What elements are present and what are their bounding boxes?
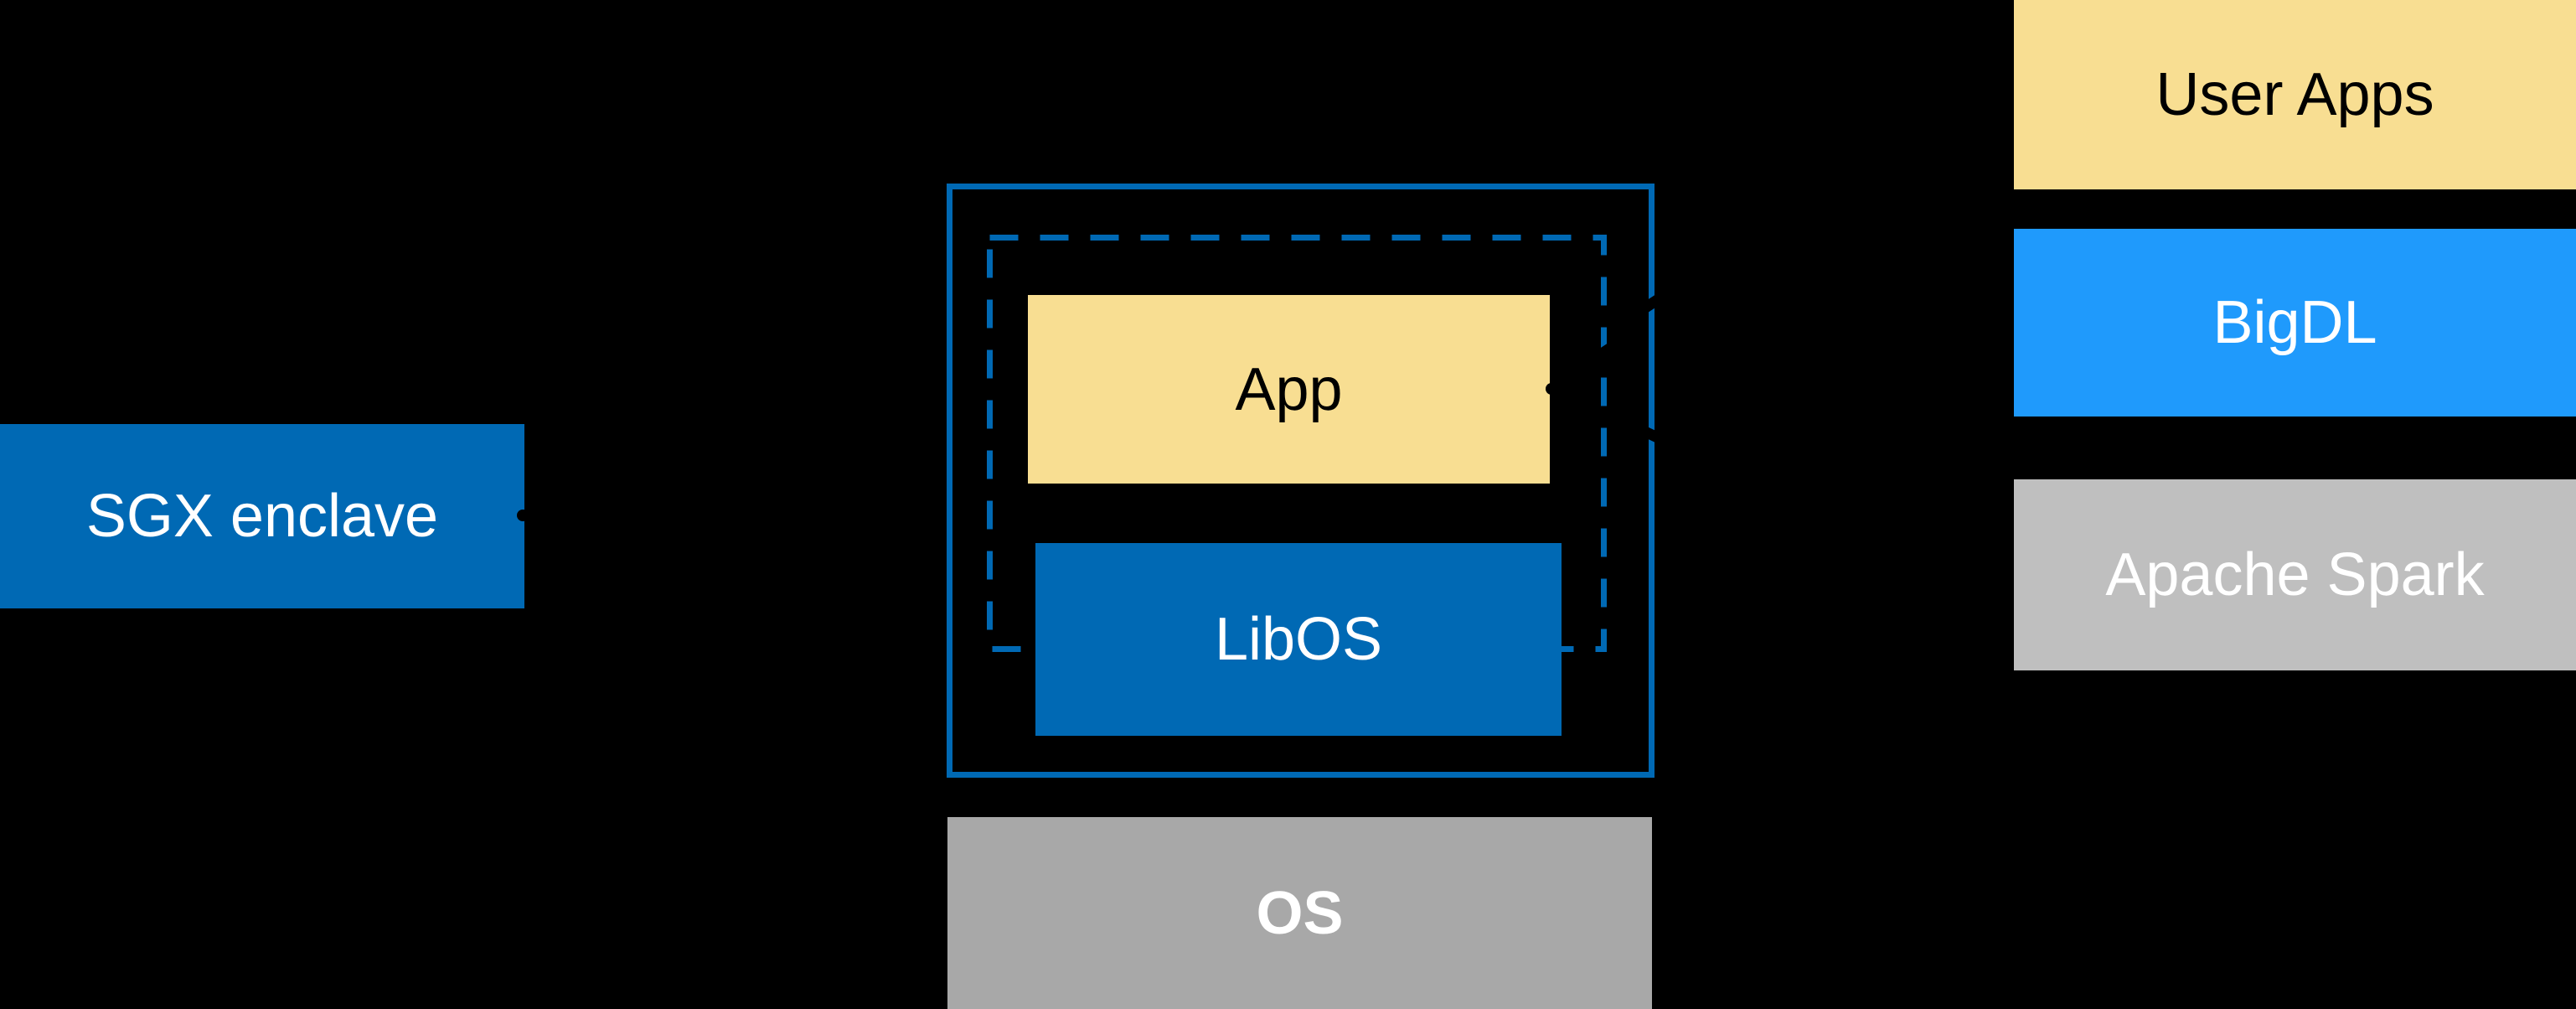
os-box: OS bbox=[947, 817, 1652, 1009]
os-label: OS bbox=[1256, 879, 1344, 947]
libos-box: LibOS bbox=[1035, 543, 1562, 736]
enclave-boundary-box bbox=[947, 184, 1655, 778]
libos-label: LibOS bbox=[1214, 606, 1383, 673]
user-apps-label: User Apps bbox=[2155, 61, 2434, 128]
app-label: App bbox=[1235, 355, 1343, 423]
connector-dot-app bbox=[1546, 383, 1557, 395]
user-apps-box: User Apps bbox=[2014, 0, 2576, 189]
bigdl-label: BigDL bbox=[2212, 289, 2377, 356]
apache-spark-box: Apache Spark bbox=[2014, 479, 2576, 670]
sgx-enclave-label: SGX enclave bbox=[85, 483, 439, 550]
sgx-enclave-label-box: SGX enclave bbox=[0, 424, 524, 608]
apache-spark-label: Apache Spark bbox=[2105, 541, 2485, 608]
bigdl-box: BigDL bbox=[2014, 229, 2576, 417]
connector-dot-sgx-enclave bbox=[517, 510, 529, 521]
app-box: App bbox=[1028, 295, 1550, 484]
